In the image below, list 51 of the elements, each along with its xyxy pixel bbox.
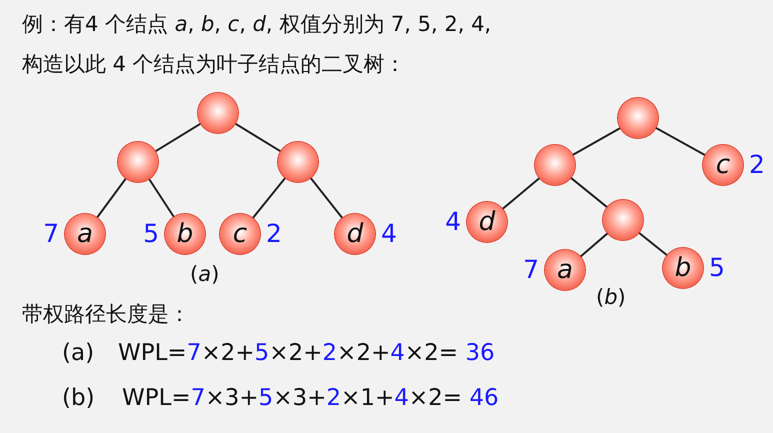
node-letter: c [232,221,248,247]
tree-edge [580,232,608,258]
weight-label: 4 [445,209,461,234]
tree-edge [655,126,706,156]
formula-text: WPL=7×2+5×2+2×2+4×2= 36 [118,340,495,368]
tree-caption: (a) [190,262,220,288]
leaf-node [703,145,743,185]
tree-edge [154,122,202,152]
tree-edge [96,178,127,218]
tree-edge [638,232,668,256]
node-letter: b [674,255,692,281]
tree-node [535,145,575,185]
case-label: (a) [62,340,94,368]
node-letter: a [77,221,93,247]
weight-label: 5 [709,255,725,280]
node-letter: a [557,257,573,283]
tree-node [118,142,158,182]
paragraph-text: 构造以此 4 个结点为叶子结点的二叉树： [22,52,406,78]
tree-edge [572,126,622,156]
tree-edge [310,177,344,219]
weight-label: 2 [749,152,765,177]
paragraph-text: 例：有4 个结点 a, b, c, d, 权值分别为 7, 5, 2, 4, [22,12,492,38]
tree-edge [148,178,175,218]
weight-label: 5 [143,221,159,246]
tree-node [278,142,318,182]
leaf-node [220,214,260,254]
case-label: (b) [62,385,95,413]
leaf-node [165,214,205,254]
tree-node [618,98,658,138]
tree-edge [234,122,282,152]
tree-caption: (b) [596,285,626,310]
tree-node [198,93,238,133]
tree-edge [252,176,286,220]
leaf-node [545,250,585,290]
leaf-node [335,214,375,254]
leaf-node [467,202,507,242]
formula-text: WPL=7×3+5×3+2×1+4×2= 46 [122,385,499,413]
node-letter: c [716,152,730,178]
tree-edge [502,177,540,210]
weight-label: 7 [523,257,539,282]
weight-label: 2 [266,221,282,246]
paragraph-text: 带权路径长度是： [22,302,190,328]
node-letter: d [478,209,496,235]
node-letter: b [176,221,194,247]
leaf-node [65,214,105,254]
weight-label: 4 [381,221,397,246]
leaf-node [663,248,703,288]
node-letter: d [346,221,364,247]
weight-label: 7 [43,221,59,246]
tree-node [603,200,643,240]
tree-edge [570,176,608,208]
